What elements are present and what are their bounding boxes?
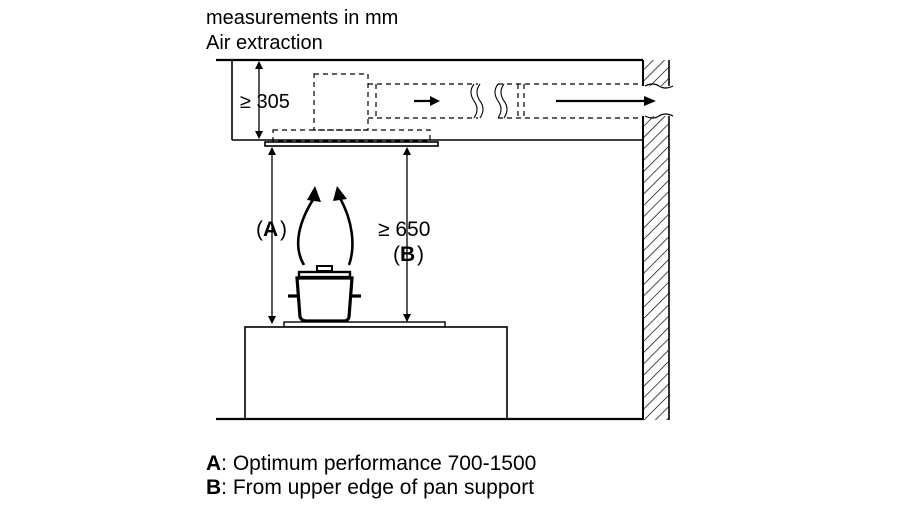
- steam-arrow-head-left: [307, 186, 321, 202]
- steam-arrows-icon: [296, 197, 354, 266]
- duct-break-marks: [470, 83, 508, 119]
- legend-b: B: From upper edge of pan support: [206, 475, 534, 500]
- ceiling-soffit: [216, 58, 643, 141]
- dimension-a-label: A: [263, 218, 278, 241]
- legend-b-key: B: [206, 476, 222, 499]
- legend-a-text: : Optimum performance 700-1500: [221, 452, 537, 475]
- exhaust-duct: [272, 73, 641, 142]
- units-note: measurements in mm: [206, 7, 399, 29]
- wall: [641, 60, 674, 420]
- dimension-a-paren-close: ): [280, 218, 287, 241]
- cooking-pot-icon: [288, 265, 361, 323]
- extraction-mode-label: Air extraction: [206, 32, 323, 54]
- legend-a: A: Optimum performance 700-1500: [206, 451, 536, 476]
- kitchen-counter: [244, 326, 508, 420]
- airflow-arrow-1: [414, 96, 440, 106]
- airflow-arrow-2: [556, 96, 656, 106]
- dimension-b-label: B: [400, 243, 415, 266]
- steam-arrow-head-right: [333, 186, 347, 201]
- legend-b-text: : From upper edge of pan support: [221, 476, 535, 499]
- dimension-b-paren-open: (: [393, 243, 400, 266]
- duct-clearance-value: ≥ 305: [240, 91, 290, 113]
- hood-panel: [264, 141, 439, 147]
- dimension-a-paren-open: (: [256, 218, 263, 241]
- dimension-b-paren-close: ): [417, 243, 424, 266]
- legend-a-key: A: [206, 452, 222, 475]
- min-height-value: ≥ 650: [378, 218, 430, 241]
